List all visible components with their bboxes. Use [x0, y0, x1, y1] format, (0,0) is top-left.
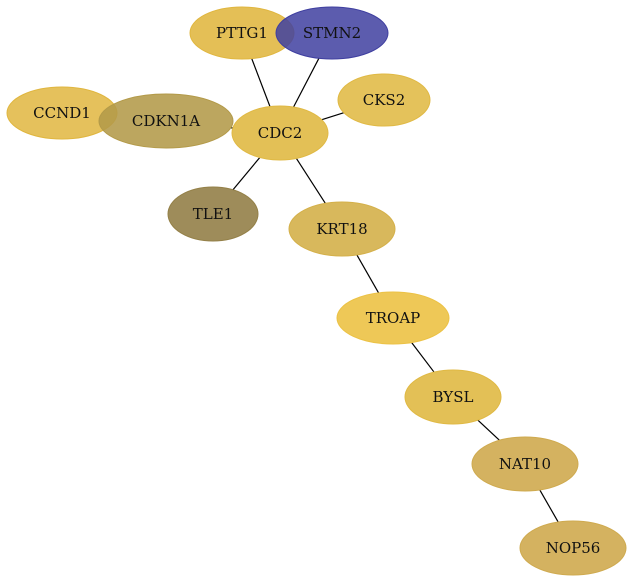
- node-label-ccnd1: CCND1: [33, 104, 91, 122]
- node-pttg1[interactable]: PTTG1: [189, 6, 295, 60]
- node-label-cdkn1a: CDKN1A: [132, 112, 200, 130]
- node-shape-stmn2: [275, 6, 389, 60]
- node-label-cdc2: CDC2: [258, 124, 303, 142]
- node-label-nop56: NOP56: [546, 539, 601, 557]
- node-label-troap: TROAP: [366, 309, 421, 327]
- node-label-stmn2: STMN2: [303, 24, 361, 42]
- edge-cdc2-tle1: [232, 157, 261, 191]
- node-label-nat10: NAT10: [499, 455, 551, 473]
- node-shape-nop56: [519, 520, 627, 576]
- node-shape-bysl: [404, 369, 502, 425]
- node-tle1[interactable]: TLE1: [167, 186, 259, 242]
- edge-cks2-cdc2: [321, 112, 345, 121]
- node-shape-nat10: [471, 436, 579, 492]
- node-shape-tle1: [167, 186, 259, 242]
- edge-cdc2-krt18: [295, 158, 326, 204]
- node-troap[interactable]: TROAP: [336, 291, 450, 345]
- edge-troap-bysl: [411, 342, 435, 373]
- node-label-pttg1: PTTG1: [216, 24, 268, 42]
- node-shape-cdkn1a: [98, 93, 234, 149]
- node-nop56[interactable]: NOP56: [519, 520, 627, 576]
- edge-krt18-troap: [356, 254, 380, 294]
- node-ccnd1[interactable]: CCND1: [6, 86, 118, 140]
- node-label-cks2: CKS2: [363, 91, 406, 109]
- node-cdkn1a[interactable]: CDKN1A: [98, 93, 234, 149]
- node-cks2[interactable]: CKS2: [337, 73, 431, 127]
- node-cdc2[interactable]: CDC2: [231, 105, 329, 161]
- node-nat10[interactable]: NAT10: [471, 436, 579, 492]
- edge-nat10-nop56: [539, 489, 559, 523]
- node-shape-cdc2: [231, 105, 329, 161]
- edge-stmn2-cdc2: [292, 58, 320, 108]
- node-shape-troap: [336, 291, 450, 345]
- node-bysl[interactable]: BYSL: [404, 369, 502, 425]
- node-krt18[interactable]: KRT18: [288, 201, 396, 257]
- edge-bysl-nat10: [477, 419, 500, 441]
- node-shape-cks2: [337, 73, 431, 127]
- edge-pttg1-cdc2: [251, 58, 271, 107]
- node-label-bysl: BYSL: [433, 388, 474, 406]
- node-stmn2[interactable]: STMN2: [275, 6, 389, 60]
- edges-layer: [230, 58, 559, 523]
- node-shape-krt18: [288, 201, 396, 257]
- node-label-tle1: TLE1: [193, 205, 233, 223]
- node-label-krt18: KRT18: [316, 220, 367, 238]
